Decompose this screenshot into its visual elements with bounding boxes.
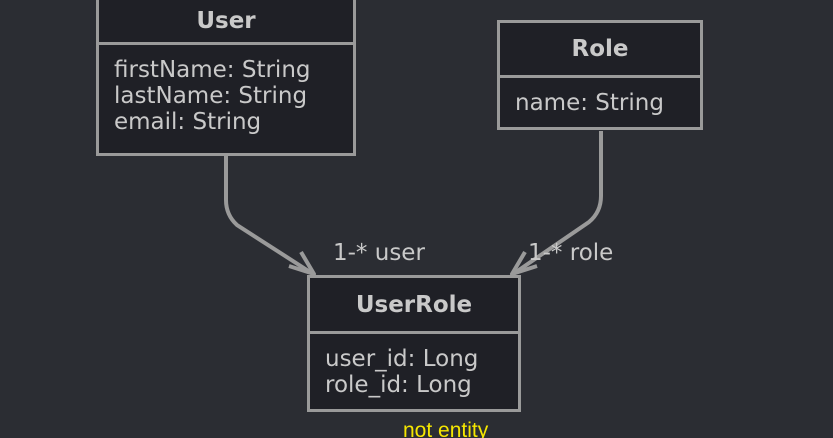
class-userrole-name: UserRole bbox=[310, 278, 518, 334]
class-role-name: Role bbox=[500, 23, 700, 78]
edge-label-role: 1-* role bbox=[528, 240, 614, 266]
class-role-attributes: name: String bbox=[500, 78, 700, 116]
class-user-name: User bbox=[99, 0, 353, 45]
note-label: not entity bbox=[403, 419, 489, 438]
attribute-email: email: String bbox=[114, 109, 262, 135]
edge-label-user: 1-* user bbox=[333, 240, 425, 266]
attribute-user-id: user_id: Long bbox=[325, 346, 479, 372]
attribute-lastname: lastName: String bbox=[114, 83, 308, 109]
edge-user-to-userrole bbox=[224, 156, 312, 274]
attribute-role-id: role_id: Long bbox=[325, 372, 472, 398]
class-user[interactable]: User firstName: String lastName: String … bbox=[96, 0, 356, 156]
class-userrole-attributes: user_id: Long role_id: Long bbox=[310, 334, 518, 398]
attribute-name: name: String bbox=[515, 90, 664, 116]
edge-role-to-userrole bbox=[514, 131, 603, 274]
class-userrole[interactable]: UserRole user_id: Long role_id: Long bbox=[307, 275, 521, 412]
arrowhead-user-to-userrole bbox=[288, 250, 316, 276]
arrowhead-role-to-userrole bbox=[510, 250, 538, 276]
class-role[interactable]: Role name: String bbox=[497, 20, 703, 130]
class-user-attributes: firstName: String lastName: String email… bbox=[99, 45, 353, 135]
attribute-firstname: firstName: String bbox=[114, 57, 311, 83]
